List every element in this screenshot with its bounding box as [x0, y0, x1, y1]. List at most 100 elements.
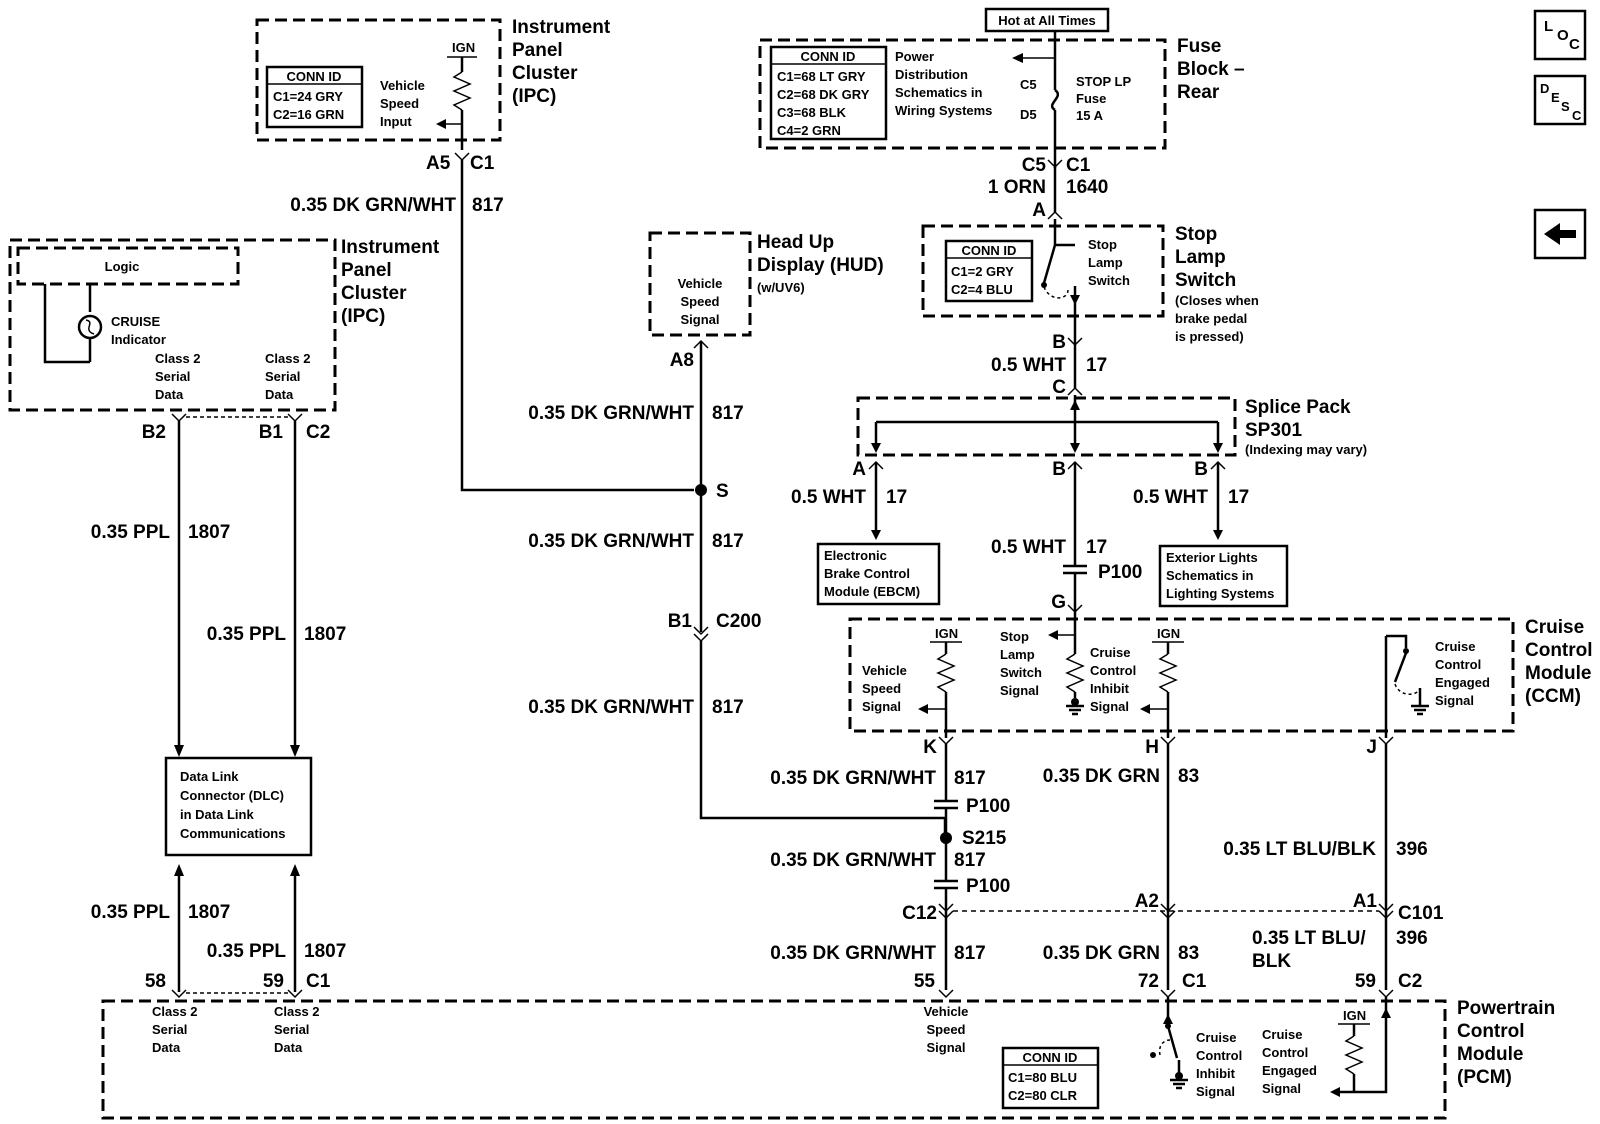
connector-icon [1378, 903, 1394, 913]
arrow-down-icon [290, 745, 300, 757]
back-button[interactable] [1533, 208, 1587, 260]
connector-icon [171, 989, 187, 999]
resistor-icon [1158, 653, 1178, 693]
fuse-block-title-3: Rear [1177, 82, 1220, 103]
ccm-pin-k: K [923, 737, 937, 758]
loc-button[interactable]: L O C [1533, 9, 1587, 61]
connector-icon [938, 903, 954, 913]
splice-circuit-c: 17 [1228, 487, 1249, 508]
dlc-wire-1: 0.35 PPL [91, 902, 171, 923]
switch-icon [1393, 652, 1408, 683]
ipc-left-data2-3: Data [265, 387, 294, 402]
ipc-top-input-3: Input [380, 114, 412, 129]
arrow-up-icon [290, 864, 300, 876]
fuse-icon [1050, 88, 1060, 112]
dlc-1: Data Link [180, 769, 239, 784]
splice-pack: C Splice Pack SP301 (Indexing may vary) … [791, 377, 1367, 614]
ipc-left: Instrument Panel Cluster (IPC) Logic CRU… [8, 237, 440, 757]
lower-grn-wire-1: 0.35 DK GRN [1043, 766, 1160, 787]
ccm-engaged-3: Engaged [1435, 675, 1490, 690]
splice-circuit-a: 17 [886, 487, 907, 508]
pcm-engaged-1: Cruise [1262, 1027, 1302, 1042]
pcm-data2-1: Class 2 [274, 1004, 320, 1019]
arrow-left-icon [436, 119, 446, 129]
splice-pin-c: C [1052, 377, 1066, 398]
lower-vss-wire-2: 0.35 DK GRN/WHT [770, 850, 936, 871]
ccm-title-4: (CCM) [1525, 686, 1581, 707]
stop-label-2: Lamp [1088, 255, 1123, 270]
connector-icon [1067, 386, 1083, 396]
ipc-top-title-4: (IPC) [512, 86, 556, 107]
back-arrow-icon [1544, 223, 1576, 245]
hud-title-1: Head Up [757, 232, 834, 253]
c200-name: C200 [716, 611, 761, 632]
arrow-down-icon [871, 443, 881, 453]
ipc-left-data2-1: Class 2 [265, 351, 311, 366]
pcm-pin-59a: 59 [263, 971, 284, 992]
stop-wire: 0.5 WHT [991, 355, 1066, 376]
stop-lamp-switch: A Stop Lamp Switch (Closes when brake pe… [921, 200, 1259, 388]
ccm-vss-2: Speed [862, 681, 901, 696]
loc-l: L [1544, 18, 1553, 35]
ground-icon [1170, 1072, 1188, 1090]
ipc-left-pin-c2: C2 [306, 422, 330, 443]
splice-wire-b: 0.5 WHT [991, 537, 1066, 558]
fuse-label-1: STOP LP [1076, 74, 1131, 89]
connector-icon [1378, 736, 1394, 746]
ipc-top-conn-2: C2=16 GRN [273, 107, 344, 122]
ipc-top-ign: IGN [452, 40, 475, 55]
switch-icon [1042, 244, 1057, 284]
connector-icon [1160, 736, 1176, 746]
ext-1: Exterior Lights [1166, 550, 1258, 565]
connector-icon [1378, 910, 1394, 920]
stop-circuit: 17 [1086, 355, 1107, 376]
ipc-top-circuit: 817 [472, 195, 504, 216]
connector-icon [938, 989, 954, 999]
arrow-left-icon [1330, 1087, 1340, 1097]
resistor-icon [936, 653, 956, 693]
lower-vss-circuit-3: 817 [954, 943, 986, 964]
ccm-title-3: Module [1525, 663, 1592, 684]
pcm-title-1: Powertrain [1457, 998, 1555, 1019]
fuse-conn-3: C3=68 BLK [777, 105, 847, 120]
connector-icon [1378, 989, 1394, 999]
splice-s: S [716, 481, 729, 502]
pcm-data2-2: Serial [274, 1022, 309, 1037]
arrow-up-icon [1381, 1008, 1391, 1018]
fuse-label-2: Fuse [1076, 91, 1106, 106]
pcm-conn-1: C1=80 BLU [1008, 1070, 1077, 1085]
stop-label-1: Stop [1088, 237, 1117, 252]
lower-grn-wire-2: 0.35 DK GRN [1043, 943, 1160, 964]
pcm-pin-58: 58 [145, 971, 166, 992]
c200-circuit: 817 [712, 697, 744, 718]
hud-title-2: Display (HUD) [757, 255, 884, 276]
ipc-left-cruise-1: CRUISE [111, 314, 160, 329]
hud-signal-2: Speed [680, 294, 719, 309]
pcm-conn-2: C2=80 CLR [1008, 1088, 1078, 1103]
stop-conn-title: CONN ID [962, 243, 1017, 258]
lower-wires: 0.35 DK GRN/WHT 817 P100 S215 0.35 DK GR… [770, 744, 1444, 990]
desc-button[interactable]: D E S C [1533, 74, 1587, 126]
pcm-data2-3: Data [274, 1040, 303, 1055]
fuse-pd-1: Power [895, 49, 934, 64]
ipc-top-pin-c1: C1 [470, 153, 495, 174]
fuse-conn-2: C2=68 DK GRY [777, 87, 870, 102]
splice-g: G [1051, 592, 1066, 613]
pcm-data1-2: Serial [152, 1022, 187, 1037]
connector-icon [938, 736, 954, 746]
stop-title-3: Switch [1175, 270, 1236, 291]
fuse-pd-4: Wiring Systems [895, 103, 992, 118]
ipc-left-pin-b1: B1 [259, 422, 284, 443]
connector-icon [287, 413, 303, 423]
switch-icon [1166, 1025, 1179, 1059]
ipc-left-pin-b2: B2 [142, 422, 166, 443]
fuse-pd-2: Distribution [895, 67, 968, 82]
splice-p100: P100 [1098, 562, 1142, 583]
ccm-sls-1: Stop [1000, 629, 1029, 644]
ccm-inhibit-3: Inhibit [1090, 681, 1130, 696]
ipc-left-title-2: Panel [341, 260, 392, 281]
ccm-engaged-2: Control [1435, 657, 1481, 672]
hud-wire: 0.35 DK GRN/WHT [528, 403, 694, 424]
stop-note-1: (Closes when [1175, 293, 1259, 308]
ipc-left-logic: Logic [105, 259, 140, 274]
